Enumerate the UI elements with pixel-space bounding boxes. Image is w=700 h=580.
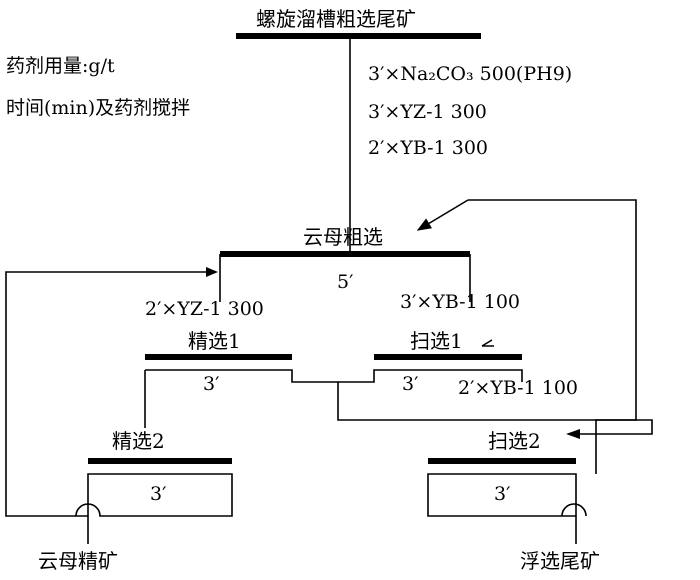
concentrate-loop (5, 271, 216, 517)
scavenger2-tail-curve (561, 503, 587, 517)
rougher-time: 5′ (337, 271, 353, 293)
scavenger2-label: 扫选2 (488, 429, 541, 453)
feed-title: 螺旋溜槽粗选尾矿 (256, 7, 416, 31)
cleaner2-cell (75, 473, 233, 517)
scavenger1-time: 3′ (402, 373, 418, 395)
recycle-arrow-to-rougher (416, 199, 469, 231)
cleaner1-label: 精选1 (188, 329, 241, 353)
scavenger2-reagent: 2′×YB-1 100 (458, 377, 578, 399)
tailings-product: 浮选尾矿 (520, 549, 600, 573)
scavenger2-feed-line (580, 419, 653, 474)
cleaner1-time: 3′ (203, 373, 219, 395)
concentrate-loop-arrow (206, 267, 218, 277)
scavenger1-cell (338, 369, 523, 383)
cleaner2-label: 精选2 (112, 429, 165, 453)
scavenger1-reagent: 3′×YB-1 100 (400, 291, 520, 313)
scavenger1-arrow-mark (481, 339, 494, 347)
scavenger2-time: 3′ (494, 483, 510, 505)
rougher-label: 云母粗选 (303, 225, 383, 249)
cleaner2-time: 3′ (150, 483, 166, 505)
cleaner1-cell (145, 369, 339, 394)
feed-reagent-1: 3′×Na₂CO₃ 500(PH9) (368, 63, 572, 85)
scavenger2-feed-arrow (566, 429, 580, 439)
concentrate-product: 云母精矿 (38, 549, 118, 573)
scavenger1-label: 扫选1 (410, 329, 463, 353)
dosage-unit-note: 药剂用量:g/t (6, 55, 115, 77)
feed-reagent-3: 2′×YB-1 300 (368, 137, 488, 159)
time-note: 时间(min)及药剂搅拌 (6, 97, 190, 119)
rougher-cell (219, 254, 471, 302)
cleaner1-reagent: 2′×YZ-1 300 (145, 298, 264, 320)
feed-reagent-2: 3′×YZ-1 300 (368, 101, 487, 123)
